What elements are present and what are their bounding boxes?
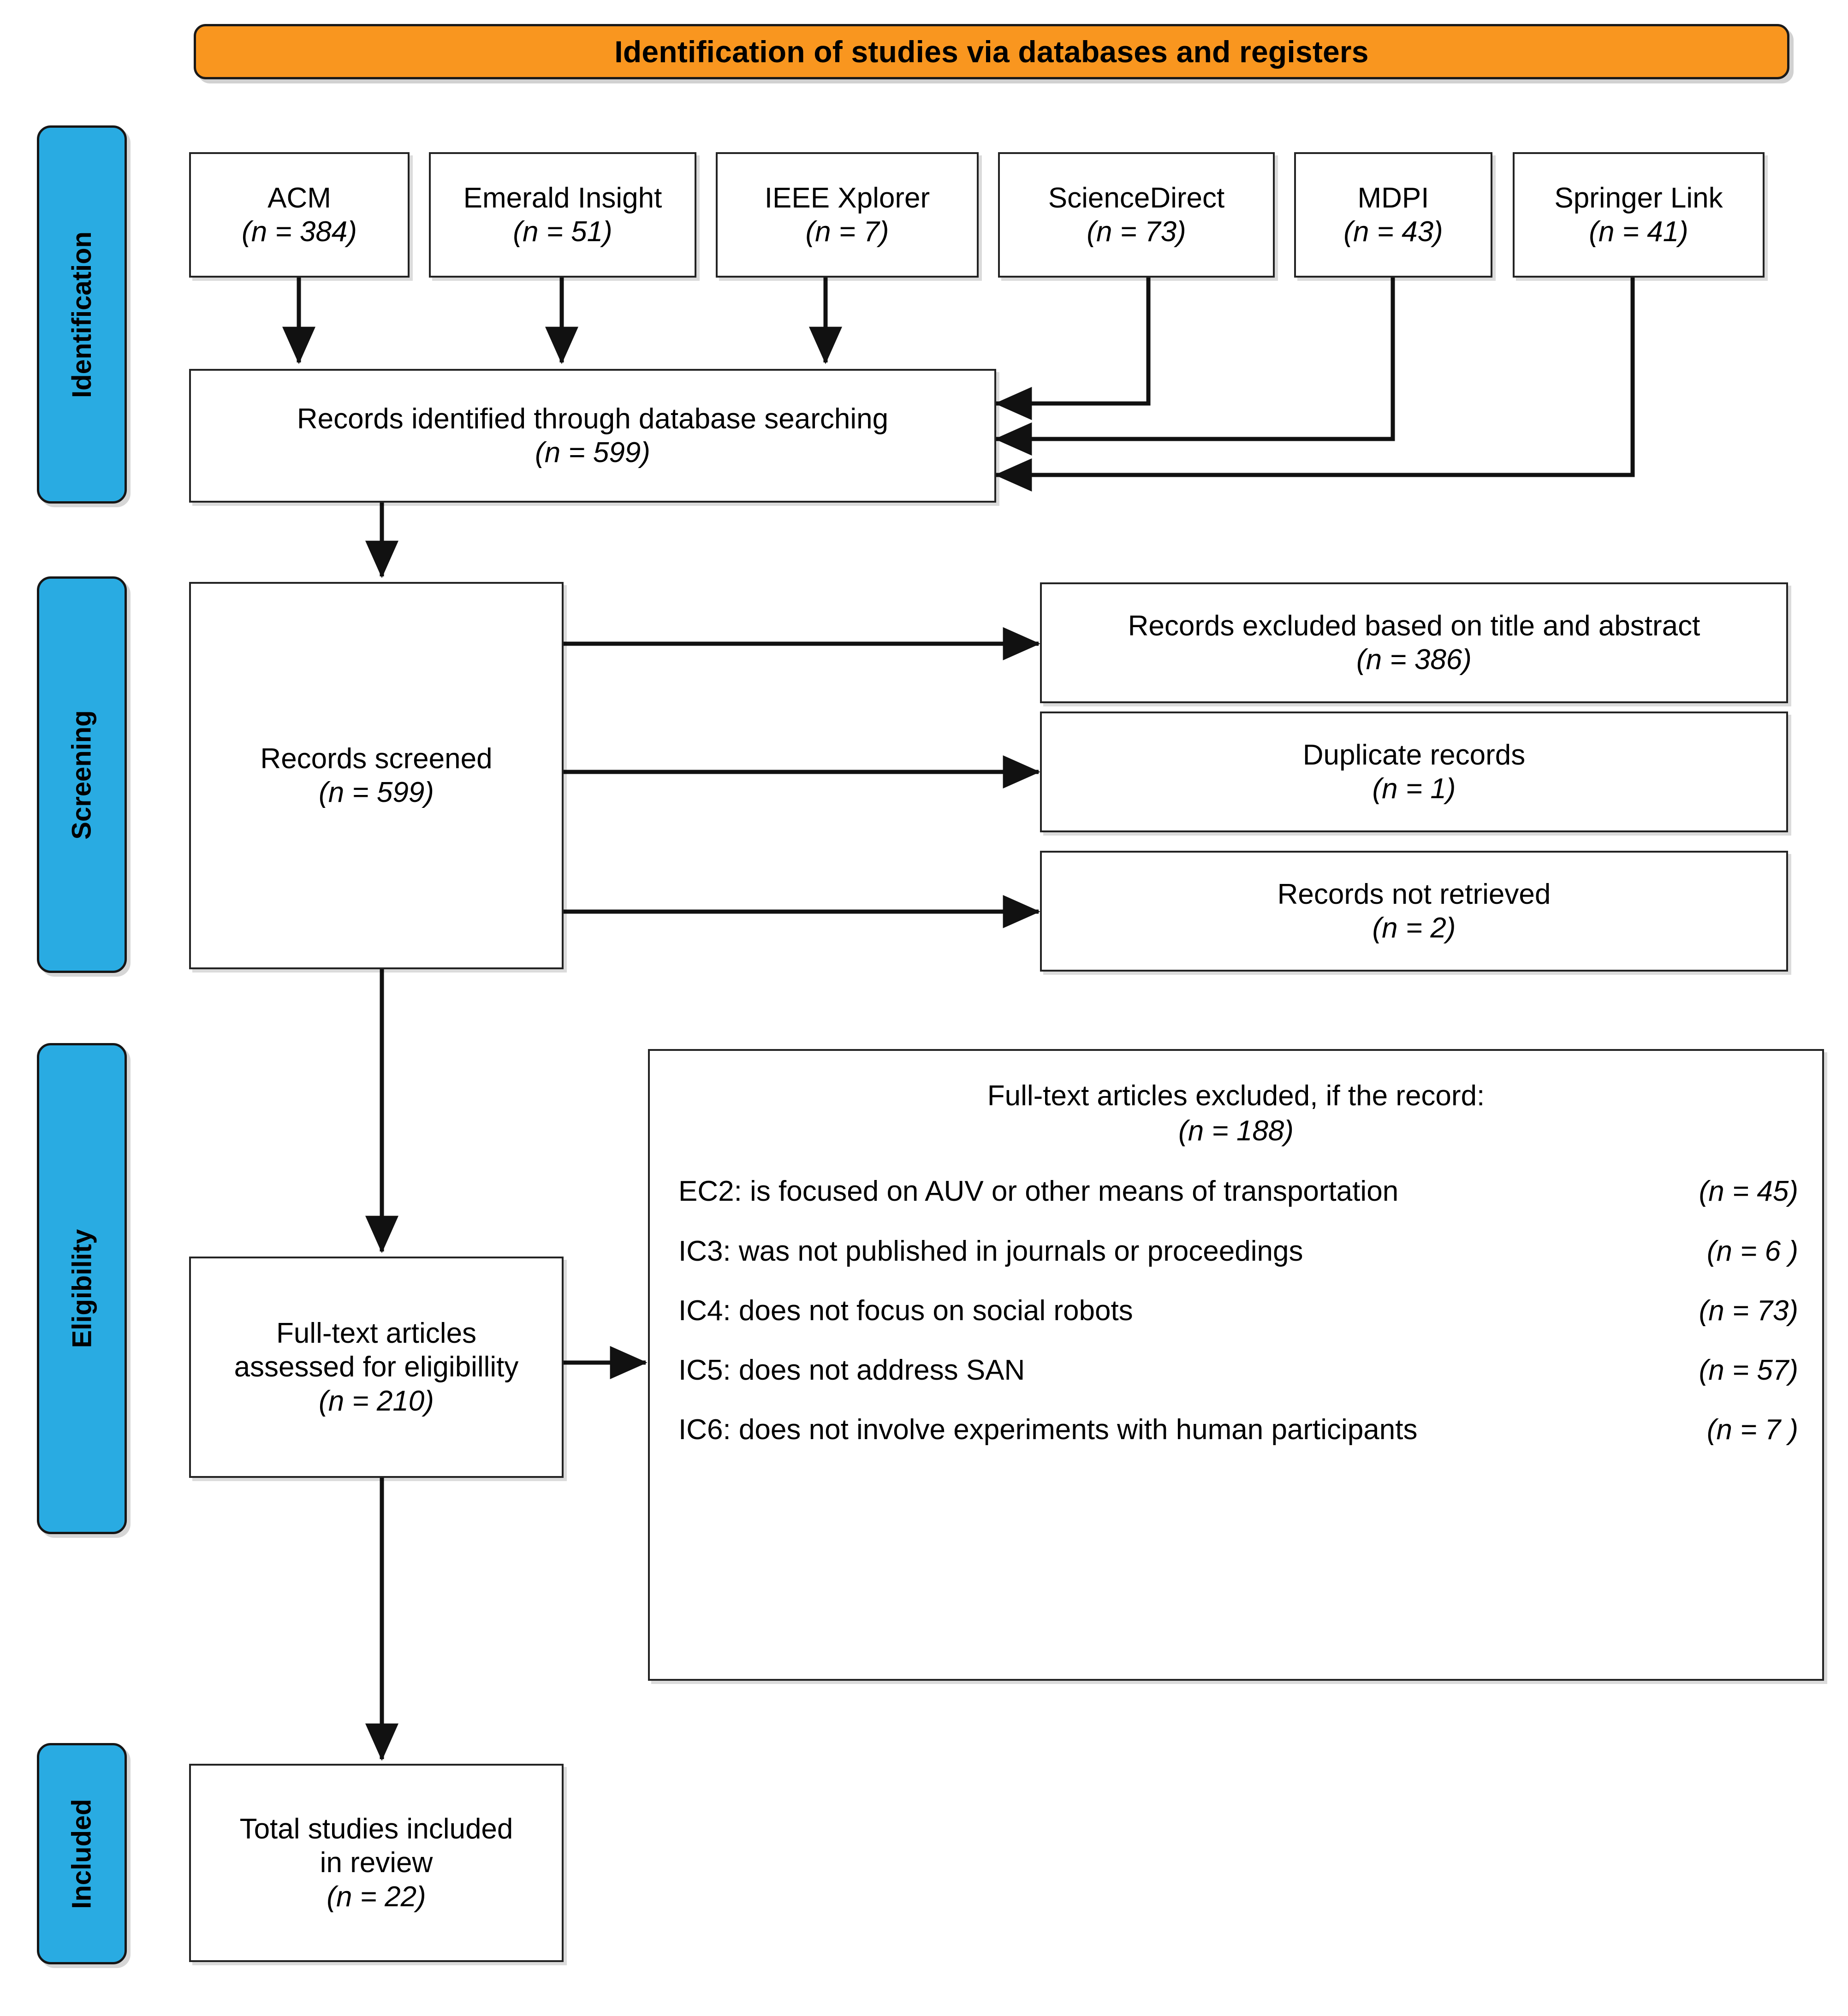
criteria-row: EC2: is focused on AUV or other means of… bbox=[678, 1175, 1798, 1208]
fulltext-assessed-label-2: assessed for eligibillity bbox=[234, 1351, 519, 1383]
stage-label-identification: Identification bbox=[67, 231, 97, 398]
records-screened-count: (n = 599) bbox=[319, 777, 434, 808]
exclusion-count: (n = 1) bbox=[1372, 773, 1456, 805]
source-count: (n = 51) bbox=[513, 216, 612, 248]
criteria-text: IC3: was not published in journals or pr… bbox=[678, 1235, 1303, 1267]
exclusion-label: Duplicate records bbox=[1302, 739, 1526, 771]
duplicate-records-box: Duplicate records (n = 1) bbox=[1040, 712, 1788, 832]
stage-bar-eligibility: Eligibility bbox=[37, 1043, 127, 1534]
stage-label-eligibility: Eligibility bbox=[67, 1229, 97, 1348]
fulltext-excluded-heading: Full-text articles excluded, if the reco… bbox=[987, 1080, 1485, 1112]
source-box-springer-link: Springer Link (n = 41) bbox=[1513, 152, 1765, 278]
records-screened-label: Records screened bbox=[260, 742, 493, 775]
source-box-sciencedirect: ScienceDirect (n = 73) bbox=[998, 152, 1275, 278]
records-identified-count: (n = 599) bbox=[535, 437, 650, 468]
source-count: (n = 41) bbox=[1589, 216, 1688, 248]
source-count: (n = 73) bbox=[1087, 216, 1186, 248]
source-name: MDPI bbox=[1357, 182, 1429, 214]
criteria-text: IC6: does not involve experiments with h… bbox=[678, 1414, 1418, 1446]
fulltext-assessed-count: (n = 210) bbox=[319, 1385, 434, 1417]
source-count: (n = 384) bbox=[242, 216, 357, 248]
criteria-count: (n = 57) bbox=[1699, 1354, 1798, 1387]
total-included-box: Total studies included in review (n = 22… bbox=[189, 1764, 564, 1962]
stage-bar-included: Included bbox=[37, 1743, 127, 1964]
criteria-row: IC3: was not published in journals or pr… bbox=[678, 1235, 1798, 1268]
source-name: ACM bbox=[267, 182, 331, 214]
exclusion-count: (n = 386) bbox=[1356, 644, 1472, 676]
records-not-retrieved-box: Records not retrieved (n = 2) bbox=[1040, 851, 1788, 972]
exclusion-count: (n = 2) bbox=[1372, 912, 1456, 944]
stage-bar-screening: Screening bbox=[37, 576, 127, 973]
fulltext-excluded-panel: Full-text articles excluded, if the reco… bbox=[648, 1049, 1824, 1681]
fulltext-assessed-box: Full-text articles assessed for eligibil… bbox=[189, 1257, 564, 1478]
criteria-text: IC4: does not focus on social robots bbox=[678, 1294, 1133, 1327]
criteria-row: IC5: does not address SAN (n = 57) bbox=[678, 1354, 1798, 1387]
total-included-count: (n = 22) bbox=[327, 1880, 426, 1913]
records-screened-box: Records screened (n = 599) bbox=[189, 582, 564, 969]
source-box-acm: ACM (n = 384) bbox=[189, 152, 410, 278]
records-identified-box: Records identified through database sear… bbox=[189, 369, 996, 503]
exclusion-label: Records not retrieved bbox=[1277, 878, 1551, 910]
fulltext-assessed-label-1: Full-text articles bbox=[276, 1317, 477, 1350]
exclusion-criteria-list: EC2: is focused on AUV or other means of… bbox=[650, 1175, 1822, 1446]
records-identified-label: Records identified through database sear… bbox=[297, 403, 889, 435]
source-name: IEEE Xplorer bbox=[764, 182, 930, 214]
excluded-title-abstract-box: Records excluded based on title and abst… bbox=[1040, 582, 1788, 703]
criteria-row: IC4: does not focus on social robots (n … bbox=[678, 1294, 1798, 1327]
exclusion-label: Records excluded based on title and abst… bbox=[1128, 610, 1700, 642]
source-count: (n = 43) bbox=[1343, 216, 1443, 248]
stage-label-included: Included bbox=[67, 1798, 97, 1909]
criteria-count: (n = 6 ) bbox=[1706, 1235, 1798, 1267]
criteria-row: IC6: does not involve experiments with h… bbox=[678, 1413, 1798, 1446]
source-count: (n = 7) bbox=[805, 216, 889, 248]
criteria-text: EC2: is focused on AUV or other means of… bbox=[678, 1175, 1399, 1208]
source-box-emerald-insight: Emerald Insight (n = 51) bbox=[429, 152, 696, 278]
source-box-ieee-xplorer: IEEE Xplorer (n = 7) bbox=[716, 152, 979, 278]
total-included-label-2: in review bbox=[320, 1847, 433, 1879]
stage-bar-identification: Identification bbox=[37, 125, 127, 504]
stage-label-screening: Screening bbox=[67, 710, 97, 840]
total-included-label-1: Total studies included bbox=[239, 1813, 513, 1845]
criteria-count: (n = 7 ) bbox=[1706, 1414, 1798, 1446]
banner-title: Identification of studies via databases … bbox=[614, 35, 1369, 69]
source-name: ScienceDirect bbox=[1048, 182, 1225, 214]
criteria-count: (n = 73) bbox=[1699, 1294, 1798, 1327]
source-box-mdpi: MDPI (n = 43) bbox=[1294, 152, 1492, 278]
source-name: Springer Link bbox=[1554, 182, 1723, 214]
fulltext-excluded-count: (n = 188) bbox=[1178, 1115, 1294, 1147]
banner-identification: Identification of studies via databases … bbox=[194, 24, 1789, 79]
criteria-count: (n = 45) bbox=[1699, 1175, 1798, 1208]
criteria-text: IC5: does not address SAN bbox=[678, 1354, 1025, 1387]
source-name: Emerald Insight bbox=[463, 182, 662, 214]
